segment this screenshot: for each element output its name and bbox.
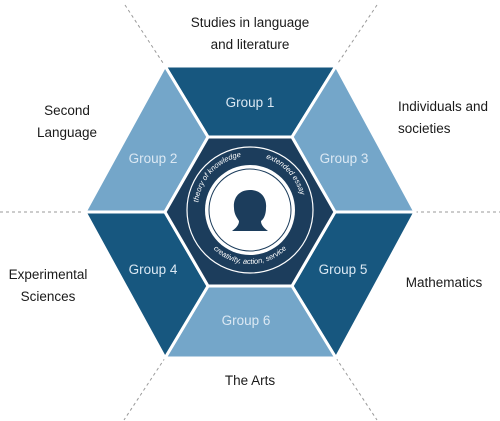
group-6-subject-line-1: The Arts: [224, 373, 276, 388]
group-1-subject: Studies in language and literature: [160, 12, 340, 56]
group-3-label: Group 3: [320, 151, 369, 166]
group-2-subject-line-1: Second: [44, 103, 90, 118]
group-4-subject: Experimental Sciences: [0, 264, 96, 308]
divider-lines: [0, 4, 500, 421]
group-3-subject-line-1: Individuals and: [398, 99, 489, 114]
group-2-label: Group 2: [129, 151, 178, 166]
divider-line-top-right: [335, 4, 378, 67]
divider-line-bottom-left: [123, 357, 166, 421]
group-4-subject-line-1: Experimental: [8, 267, 88, 282]
group-6-subject: The Arts: [200, 370, 300, 392]
group-2-subject: Second Language: [22, 100, 112, 144]
group-5-subject: Mathematics: [394, 272, 494, 294]
group-3-subject: Individuals and societies: [398, 96, 500, 140]
group-4-subject-line-2: Sciences: [20, 289, 76, 304]
divider-line-bottom-right: [335, 357, 378, 421]
group-2-subject-line-2: Language: [36, 125, 98, 140]
emblem-outer-ring: [186, 146, 314, 274]
emblem-inner-border: [208, 168, 292, 252]
group-5-label: Group 5: [319, 262, 368, 277]
group-1-subject-line-2: and literature: [210, 37, 290, 52]
group-1-subject-line-1: Studies in language: [190, 15, 310, 30]
learner-head-silhouette-icon: [232, 190, 268, 231]
divider-line-top-left: [124, 4, 166, 67]
group-6-label: Group 6: [222, 313, 271, 328]
group-5-subject-line-1: Mathematics: [405, 275, 483, 290]
group-3-subject-line-2: societies: [398, 121, 451, 136]
group-1-label: Group 1: [226, 95, 275, 110]
group-4-label: Group 4: [129, 262, 178, 277]
